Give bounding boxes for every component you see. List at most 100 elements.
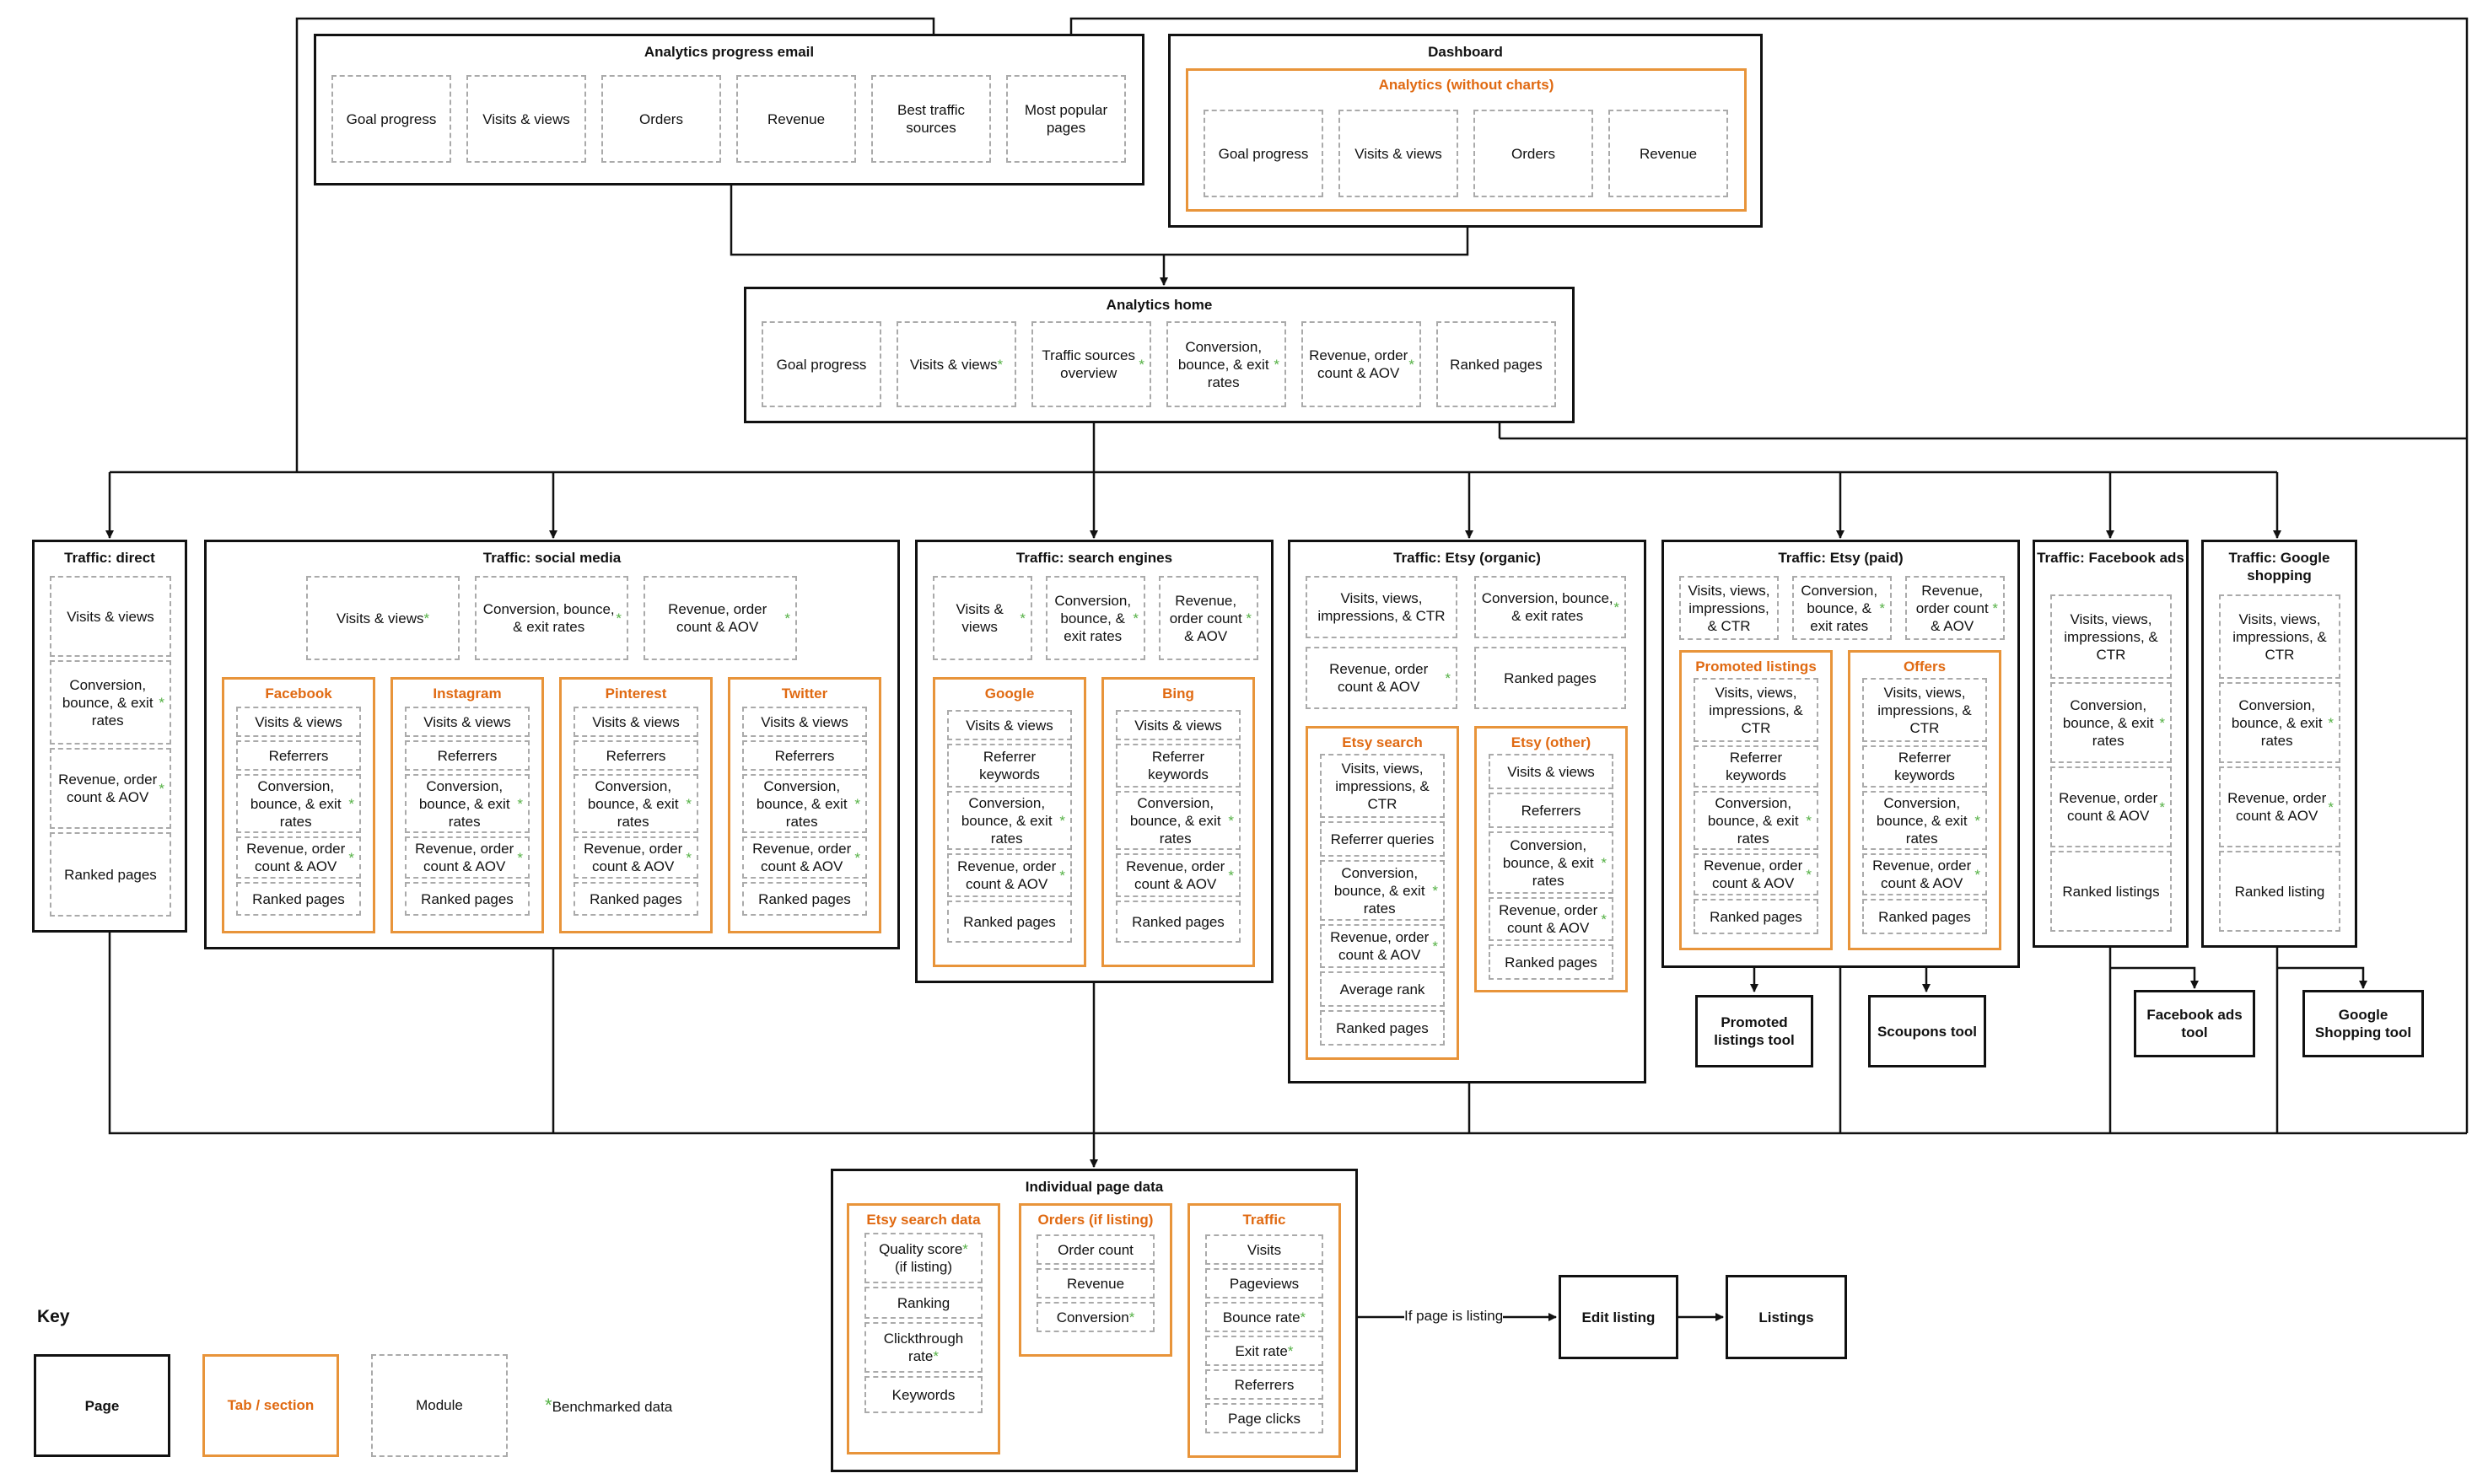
module-visits-views[interactable]: Visits & views	[742, 707, 867, 737]
module-conversion-bounce-exit[interactable]: Conversion, bounce, & exit rates*	[405, 774, 530, 833]
module-ranking[interactable]: Ranking	[864, 1287, 983, 1319]
module-revenue-order-aov[interactable]: Revenue, order count & AOV*	[1159, 576, 1258, 660]
module-pageviews[interactable]: Pageviews	[1205, 1268, 1323, 1298]
module-conversion-bounce-exit[interactable]: Conversion, bounce, & exit rates*	[1320, 860, 1445, 921]
tab-orders-if-listing[interactable]: Orders (if listing) Order count Revenue …	[1019, 1203, 1172, 1357]
module-bounce-rate[interactable]: Bounce rate*	[1205, 1302, 1323, 1332]
module-visits-views[interactable]: Visits & views	[1338, 110, 1458, 197]
module-ranked-listings[interactable]: Ranked listings	[2050, 851, 2172, 932]
module-traffic-sources-overview[interactable]: Traffic sources overview*	[1031, 321, 1151, 407]
module-referrer-keywords[interactable]: Referrer keywords	[1116, 744, 1241, 788]
module-revenue-order-aov[interactable]: Revenue, order count & AOV*	[405, 836, 530, 879]
tab-twitter[interactable]: Twitter Visits & views Referrers Convers…	[728, 677, 881, 933]
module-conversion-bounce-exit[interactable]: Conversion, bounce, & exit rates*	[1694, 791, 1818, 850]
module-conversion-bounce-exit[interactable]: Conversion, bounce, & exit rates*	[2050, 682, 2172, 763]
module-visits-views[interactable]: Visits & views	[236, 707, 361, 737]
module-ranked-listing[interactable]: Ranked listing	[2219, 851, 2340, 932]
module-exit-rate[interactable]: Exit rate*	[1205, 1336, 1323, 1366]
module-ranked-pages[interactable]: Ranked pages	[742, 882, 867, 916]
module-ranked-pages[interactable]: Ranked pages	[236, 882, 361, 916]
module-visits-views[interactable]: Visits & views	[466, 75, 586, 163]
module-goal-progress[interactable]: Goal progress	[1204, 110, 1323, 197]
module-visits-views-impressions-ctr[interactable]: Visits, views, impressions, & CTR	[1306, 576, 1457, 638]
tab-offers[interactable]: Offers Visits, views, impressions, & CTR…	[1848, 650, 2001, 950]
module-conversion-bounce-exit[interactable]: Conversion, bounce, & exit rates*	[475, 576, 628, 660]
module-revenue-order-aov[interactable]: Revenue, order count & AOV*	[1116, 853, 1241, 897]
module-visits-views[interactable]: Visits & views*	[933, 576, 1032, 660]
module-referrer-keywords[interactable]: Referrer keywords	[1862, 745, 1987, 788]
module-referrers[interactable]: Referrers	[742, 740, 867, 771]
module-referrer-keywords[interactable]: Referrer keywords	[1694, 745, 1818, 788]
module-conversion-bounce-exit[interactable]: Conversion, bounce, & exit rates*	[742, 774, 867, 833]
module-ranked-pages[interactable]: Ranked pages	[1436, 321, 1556, 407]
module-visits-views[interactable]: Visits & views	[574, 707, 698, 737]
module-revenue[interactable]: Revenue	[1608, 110, 1728, 197]
module-visits-views-impressions-ctr[interactable]: Visits, views, impressions, & CTR	[1694, 678, 1818, 742]
module-revenue[interactable]: Revenue	[736, 75, 856, 163]
tab-traffic[interactable]: Traffic Visits Pageviews Bounce rate* Ex…	[1187, 1203, 1341, 1458]
module-referrers[interactable]: Referrers	[1489, 793, 1613, 828]
module-orders[interactable]: Orders	[1473, 110, 1593, 197]
module-ranked-pages[interactable]: Ranked pages	[50, 832, 171, 917]
module-visits-views[interactable]: Visits & views	[50, 576, 171, 657]
module-page-clicks[interactable]: Page clicks	[1205, 1403, 1323, 1433]
module-revenue-order-aov[interactable]: Revenue, order count & AOV*	[1320, 924, 1445, 968]
edit-listing-page[interactable]: Edit listing	[1559, 1275, 1678, 1359]
module-visits-views[interactable]: Visits & views	[947, 710, 1072, 740]
module-best-traffic-sources[interactable]: Best traffic sources	[871, 75, 991, 163]
module-revenue-order-aov[interactable]: Revenue, order count & AOV*	[50, 748, 171, 829]
module-visits-views-impressions-ctr[interactable]: Visits, views, impressions, & CTR	[1862, 678, 1987, 742]
module-quality-score[interactable]: Quality score* (if listing)	[864, 1233, 983, 1283]
module-revenue-order-aov[interactable]: Revenue, order count & AOV*	[742, 836, 867, 879]
module-revenue-order-aov[interactable]: Revenue, order count & AOV*	[1301, 321, 1421, 407]
tab-bing[interactable]: Bing Visits & views Referrer keywords Co…	[1101, 677, 1255, 967]
tab-etsy-other[interactable]: Etsy (other) Visits & views Referrers Co…	[1474, 726, 1628, 992]
module-goal-progress[interactable]: Goal progress	[331, 75, 451, 163]
module-revenue-order-aov[interactable]: Revenue, order count & AOV*	[947, 853, 1072, 897]
module-ranked-pages[interactable]: Ranked pages	[1474, 647, 1626, 709]
module-revenue-order-aov[interactable]: Revenue, order count & AOV*	[1306, 647, 1457, 709]
module-orders[interactable]: Orders	[601, 75, 721, 163]
module-conversion-bounce-exit[interactable]: Conversion, bounce, & exit rates*	[2219, 682, 2340, 763]
module-conversion[interactable]: Conversion*	[1037, 1302, 1155, 1332]
module-conversion-bounce-exit[interactable]: Conversion, bounce, & exit rates*	[1792, 576, 1892, 640]
google-shopping-tool[interactable]: Google Shopping tool	[2302, 990, 2424, 1057]
module-visits-views-impressions-ctr[interactable]: Visits, views, impressions, & CTR	[1320, 754, 1445, 818]
module-visits-views[interactable]: Visits & views	[1489, 754, 1613, 789]
module-conversion-bounce-exit[interactable]: Conversion, bounce, & exit rates*	[574, 774, 698, 833]
tab-google[interactable]: Google Visits & views Referrer keywords …	[933, 677, 1086, 967]
module-revenue-order-aov[interactable]: Revenue, order count & AOV*	[236, 836, 361, 879]
module-visits-views-impressions-ctr[interactable]: Visits, views, impressions, & CTR	[2219, 594, 2340, 679]
module-revenue[interactable]: Revenue	[1037, 1268, 1155, 1298]
module-conversion-bounce-exit[interactable]: Conversion, bounce, & exit rates*	[1046, 576, 1145, 660]
module-average-rank[interactable]: Average rank	[1320, 971, 1445, 1007]
module-clickthrough-rate[interactable]: Clickthrough rate*	[864, 1322, 983, 1373]
module-revenue-order-aov[interactable]: Revenue, order count & AOV*	[2219, 766, 2340, 847]
facebook-ads-tool[interactable]: Facebook ads tool	[2134, 990, 2255, 1057]
module-revenue-order-aov[interactable]: Revenue, order count & AOV*	[1489, 897, 1613, 941]
module-visits-views-impressions-ctr[interactable]: Visits, views, impressions, & CTR	[2050, 594, 2172, 679]
module-most-popular-pages[interactable]: Most popular pages	[1006, 75, 1126, 163]
module-conversion-bounce-exit[interactable]: Conversion, bounce, & exit rates*	[1862, 791, 1987, 850]
module-ranked-pages[interactable]: Ranked pages	[574, 882, 698, 916]
module-referrers[interactable]: Referrers	[574, 740, 698, 771]
tab-promoted-listings[interactable]: Promoted listings Visits, views, impress…	[1679, 650, 1833, 950]
module-visits-views[interactable]: Visits & views*	[897, 321, 1016, 407]
module-revenue-order-aov[interactable]: Revenue, order count & AOV*	[574, 836, 698, 879]
tab-analytics-without-charts[interactable]: Analytics (without charts) Goal progress…	[1186, 68, 1747, 212]
module-visits-views[interactable]: Visits & views	[405, 707, 530, 737]
module-revenue-order-aov[interactable]: Revenue, order count & AOV*	[1694, 853, 1818, 895]
listings-page[interactable]: Listings	[1726, 1275, 1847, 1359]
module-referrers[interactable]: Referrers	[1205, 1369, 1323, 1400]
promoted-listings-tool[interactable]: Promoted listings tool	[1695, 995, 1813, 1067]
module-revenue-order-aov[interactable]: Revenue, order count & AOV*	[1862, 853, 1987, 895]
module-referrers[interactable]: Referrers	[405, 740, 530, 771]
module-ranked-pages[interactable]: Ranked pages	[947, 901, 1072, 943]
module-conversion-bounce-exit[interactable]: Conversion, bounce, & exit rates*	[1474, 576, 1626, 638]
module-conversion-bounce-exit[interactable]: Conversion, bounce, & exit rates*	[1116, 791, 1241, 850]
module-referrer-queries[interactable]: Referrer queries	[1320, 821, 1445, 857]
tab-etsy-search-data[interactable]: Etsy search data Quality score* (if list…	[847, 1203, 1000, 1454]
module-referrer-keywords[interactable]: Referrer keywords	[947, 744, 1072, 788]
module-order-count[interactable]: Order count	[1037, 1234, 1155, 1265]
tab-instagram[interactable]: Instagram Visits & views Referrers Conve…	[390, 677, 544, 933]
